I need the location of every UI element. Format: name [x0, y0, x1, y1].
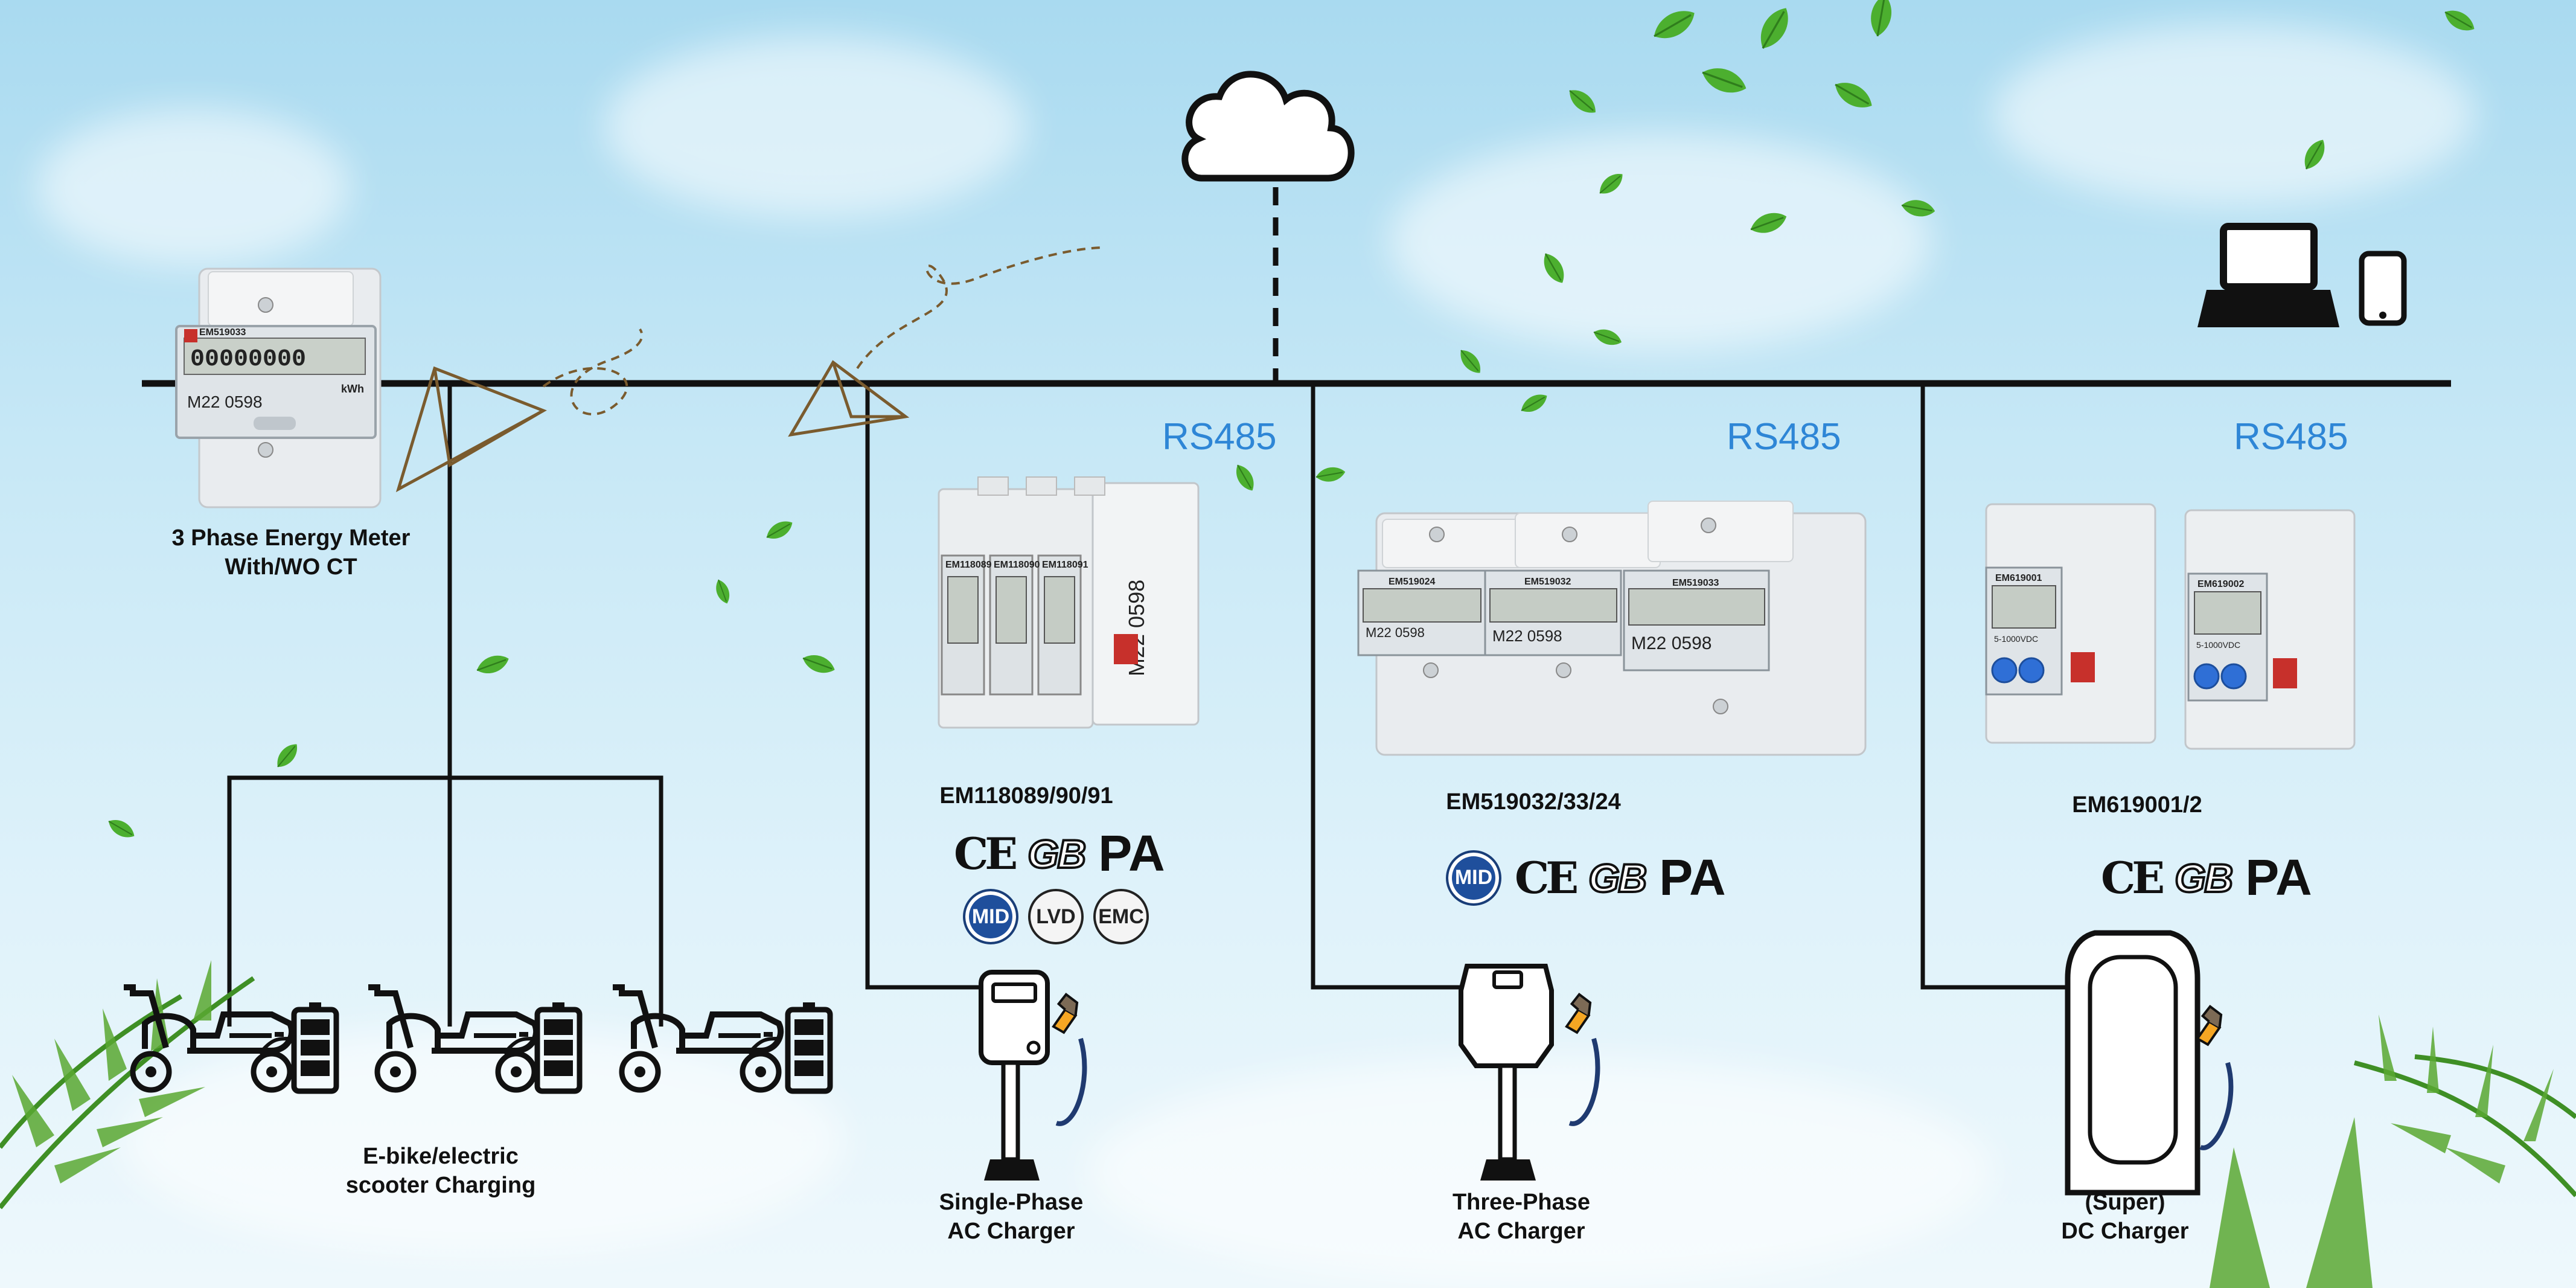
single-phase-meters-device: EM118089 EM118090 EM118091 M22 0598	[938, 476, 1200, 729]
three-meter-code: M22 0598	[1366, 625, 1425, 640]
three-meter-model: EM519033	[1672, 578, 1719, 588]
three-phase-meter-label: 3 Phase Energy Meter With/WO CT	[164, 524, 418, 582]
ac-charger-icon	[1459, 964, 1600, 1181]
dc-meter-range: 5-1000VDC	[2196, 640, 2240, 650]
battery-icon	[294, 1002, 336, 1091]
cert-row-three: MID CE GB PA	[1446, 848, 1726, 907]
single-phase-charger-label: Single-Phase AC Charger	[890, 1188, 1132, 1246]
background-cloud	[1389, 133, 1932, 350]
charge-cable	[258, 1037, 779, 1055]
cloud-icon	[1181, 71, 1355, 182]
lvd-badge: LVD	[1028, 889, 1084, 944]
ce-mark: CE	[954, 828, 1018, 879]
rs485-label: RS485	[1162, 416, 1277, 458]
label-line: 3 Phase Energy Meter	[171, 525, 411, 551]
emc-badge: EMC	[1093, 889, 1149, 944]
palm-leaflets	[12, 960, 2554, 1288]
ebike-label: E-bike/electric scooter Charging	[308, 1142, 574, 1200]
pa-mark: PA	[2245, 849, 2312, 906]
model-label-dc: EM619001/2	[2072, 792, 2202, 818]
ce-mark: CE	[2101, 852, 2165, 903]
three-meter-code: M22 0598	[1631, 633, 1711, 653]
label-line: Single-Phase	[939, 1190, 1084, 1215]
rs485-label: RS485	[2234, 416, 2348, 458]
single-meter-model: EM118089	[945, 560, 992, 570]
label-line: DC Charger	[2061, 1218, 2189, 1244]
ac-charger-icon	[979, 970, 1087, 1181]
background-cloud	[1087, 1057, 1992, 1286]
background-cloud	[121, 1027, 845, 1256]
scooter-icon	[613, 987, 781, 1090]
single-meter-model: EM118091	[1042, 560, 1088, 570]
three-meter-model: EM519024	[1389, 577, 1435, 587]
top-meter-model: EM519033	[199, 327, 246, 338]
dc-meters-device: EM619001 EM619002 5-1000VDC 5-1000VDC	[1985, 503, 2356, 750]
scooter-icon	[368, 987, 536, 1090]
cert-row-single: CE GB PA	[954, 824, 1165, 883]
dc-meter-range: 5-1000VDC	[1994, 634, 2038, 644]
label-line: Three-Phase	[1452, 1190, 1591, 1215]
label-line: AC Charger	[1457, 1218, 1585, 1244]
battery-icon	[537, 1002, 580, 1091]
paper-plane-icon	[395, 360, 910, 493]
model-label-three: EM519032/33/24	[1446, 789, 1621, 815]
pa-mark: PA	[1098, 825, 1165, 882]
single-meter-model: EM118090	[994, 560, 1040, 570]
label-line: scooter Charging	[345, 1172, 536, 1198]
label-line: E-bike/electric	[363, 1144, 519, 1169]
pa-mark: PA	[1659, 849, 1726, 906]
label-line: (Super)	[2085, 1190, 2165, 1215]
gb-mark: GB	[1026, 830, 1087, 877]
three-meter-model: EM519032	[1524, 577, 1571, 587]
gb-mark: GB	[2173, 854, 2234, 902]
phone-icon	[2359, 251, 2407, 326]
label-line: AC Charger	[947, 1218, 1075, 1244]
model-label-single: EM118089/90/91	[939, 783, 1113, 809]
rs485-label: RS485	[1727, 416, 1841, 458]
mid-badge: MID	[1446, 850, 1501, 906]
branch-lines	[227, 383, 2077, 1027]
three-meter-code: M22 0598	[1492, 627, 1562, 645]
dc-charger-label: (Super) DC Charger	[2004, 1188, 2246, 1246]
dc-meter-model: EM619001	[1995, 573, 2042, 583]
flight-trail	[542, 246, 1105, 415]
background-cloud	[1992, 24, 2475, 205]
three-phase-charger-label: Three-Phase AC Charger	[1401, 1188, 1642, 1246]
dc-meter-model: EM619002	[2197, 579, 2244, 589]
mid-badge: MID	[963, 889, 1018, 944]
background-cloud	[604, 36, 1026, 217]
three-phase-meters-device: EM519024 EM519032 EM519033 M22 0598 M22 …	[1357, 501, 1867, 756]
laptop-icon	[2197, 223, 2339, 327]
cert-row-dc: CE GB PA	[2101, 848, 2312, 907]
background-cloud	[36, 109, 350, 266]
top-meter-reading: 00000000	[190, 346, 306, 373]
battery-icon	[788, 1002, 830, 1091]
three-phase-meter-device: EM519033 00000000 M22 0598 kWh	[175, 268, 382, 508]
ce-mark: CE	[1515, 852, 1579, 903]
top-meter-unit: kWh	[341, 383, 364, 395]
gb-mark: GB	[1587, 854, 1648, 902]
label-line: With/WO CT	[225, 554, 357, 580]
top-meter-code: M22 0598	[187, 392, 263, 411]
badge-row-single: MID LVD EMC	[963, 889, 1149, 944]
dc-charger-icon	[2065, 930, 2234, 1196]
